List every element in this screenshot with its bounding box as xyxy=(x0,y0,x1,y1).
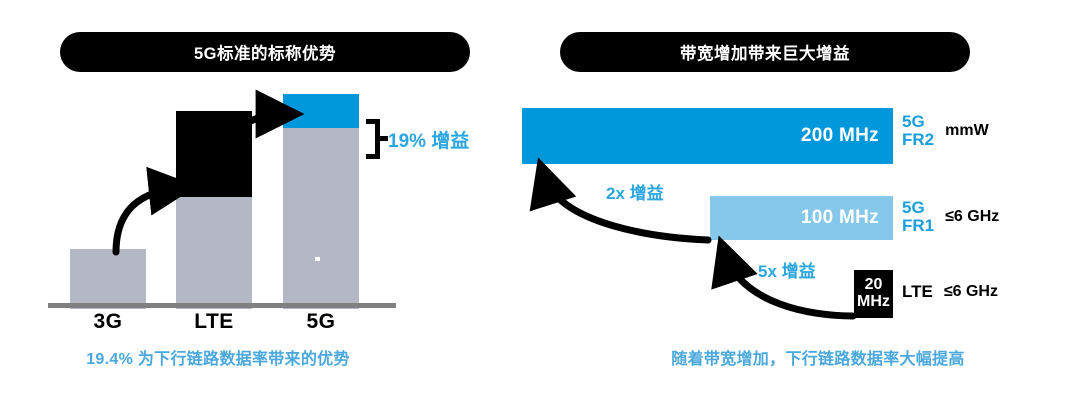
bar-5g xyxy=(283,94,359,309)
legend-5g-fr1-release-text: FR1 xyxy=(902,216,935,236)
bar-5g-baseline-segment xyxy=(283,128,359,309)
legend-5g-fr1-generation: 5G FR1 xyxy=(902,198,935,236)
legend-5g-fr2-gen-text: 5G xyxy=(902,112,925,131)
arrow-3g-to-lte xyxy=(112,166,198,256)
legend-5g-fr2: 5G FR2 mmW xyxy=(902,112,989,150)
bar-5g-gain-segment xyxy=(283,94,359,128)
legend-5g-fr1-band: ≤6 GHz xyxy=(945,208,1000,226)
right-panel-caption: 随着带宽增加，下行链路数据率大幅提高 xyxy=(671,351,965,368)
gain-bracket-icon xyxy=(366,119,388,159)
legend-5g-fr2-generation: 5G FR2 xyxy=(902,112,935,150)
bar-3g xyxy=(70,249,146,309)
bar-3g-baseline-segment xyxy=(70,249,146,309)
bandwidth-value-lte-unit: MHz xyxy=(857,293,890,310)
legend-5g-fr1: 5G FR1 ≤6 GHz xyxy=(902,198,1000,236)
right-panel-title: 带宽增加带来巨大增益 xyxy=(560,32,970,72)
right-panel: 带宽增加带来巨大增益 200 MHz 5G FR2 mmW 100 MHz 5G… xyxy=(520,0,1080,408)
legend-5g-fr2-release-text: FR2 xyxy=(902,130,935,150)
bandwidth-bar-5g-fr2: 200 MHz xyxy=(522,108,893,164)
bandwidth-value-5g-fr1: 100 MHz xyxy=(800,207,879,228)
left-gain-label: 19% 增益 xyxy=(388,131,470,152)
axis-label-lte: LTE xyxy=(194,310,234,333)
nominal-advantage-bar-chart xyxy=(0,89,520,315)
legend-lte: LTE ≤6 GHz xyxy=(902,282,998,301)
legend-lte-generation: LTE xyxy=(902,282,933,301)
left-panel: 5G标准的标称优势 xyxy=(0,0,520,408)
right-panel-title-text: 带宽增加带来巨大增益 xyxy=(680,45,850,63)
bar-lte xyxy=(176,111,252,309)
left-panel-caption: 19.4% 为下行链路数据率带来的优势 xyxy=(86,351,350,368)
arrow-label-2x-gain: 2x 增益 xyxy=(606,184,664,203)
bandwidth-bar-5g-fr1: 100 MHz xyxy=(710,196,893,240)
arrow-label-5x-gain: 5x 增益 xyxy=(758,262,816,281)
bandwidth-bar-lte: 20 MHz xyxy=(854,270,893,318)
bar-lte-baseline-segment xyxy=(176,197,252,309)
bandwidth-bar-chart: 200 MHz 5G FR2 mmW 100 MHz 5G FR1 ≤6 GHz… xyxy=(520,0,1080,408)
left-panel-title: 5G标准的标称优势 xyxy=(60,32,470,72)
chart-baseline xyxy=(48,303,396,308)
bandwidth-value-lte-number: 20 xyxy=(864,276,883,294)
legend-lte-band: ≤6 GHz xyxy=(943,283,998,301)
legend-5g-fr1-gen-text: 5G xyxy=(902,198,925,217)
axis-label-5g: 5G xyxy=(306,310,336,333)
bandwidth-value-5g-fr2: 200 MHz xyxy=(800,125,879,146)
bar-lte-increment-segment xyxy=(176,111,252,197)
left-panel-title-text: 5G标准的标称优势 xyxy=(193,45,336,63)
axis-label-3g: 3G xyxy=(93,310,123,333)
bar-5g-tick-mark xyxy=(315,257,320,261)
legend-5g-fr2-band: mmW xyxy=(945,122,989,140)
